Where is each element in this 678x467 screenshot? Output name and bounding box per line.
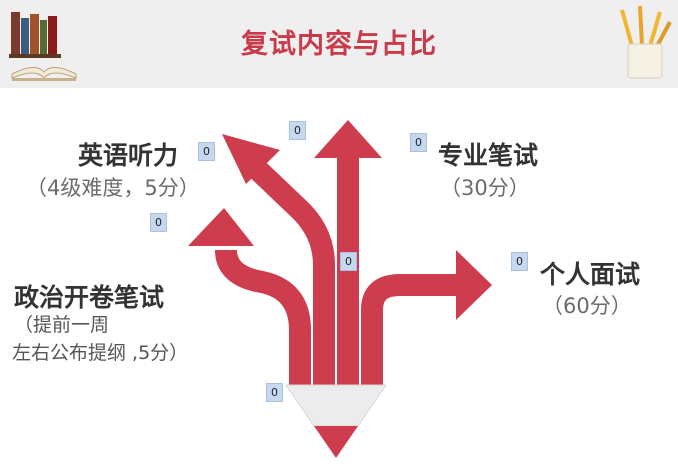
badge-listening: 0 (198, 142, 215, 161)
arrowhead-professional (314, 120, 382, 158)
header-bar (0, 0, 678, 88)
books-icon (9, 12, 77, 81)
badge-tip: 0 (266, 383, 283, 402)
arrow-listening (248, 160, 335, 385)
professional-detail: （30分） (440, 176, 530, 200)
badge-interview: 0 (511, 252, 528, 271)
politics-detail-line1: （提前一周 (14, 314, 110, 336)
politics-label: 政治开卷笔试 (14, 283, 165, 312)
badge-professional: 0 (410, 133, 427, 152)
pencil-lead (314, 426, 358, 458)
listening-detail: （4级难度，5分） (26, 176, 200, 200)
arrowhead-listening (222, 134, 280, 184)
arrow-interview (361, 274, 462, 385)
interview-label: 个人面试 (540, 260, 641, 289)
page-title: 复试内容与占比 (241, 29, 437, 60)
professional-label: 专业笔试 (438, 141, 539, 170)
interview-detail: （60分） (542, 294, 632, 318)
pencil-cup-icon (620, 5, 672, 79)
politics-detail-line2: 左右公布提纲 ,5分） (12, 342, 189, 364)
badge-center: 0 (340, 252, 357, 271)
arrowhead-politics (188, 208, 254, 246)
arrow-politics (215, 249, 311, 385)
badge-professional-top: 0 (289, 121, 306, 140)
badge-politics-arrow: 0 (150, 213, 167, 232)
listening-label: 英语听力 (78, 141, 179, 170)
pencil-tip (285, 384, 387, 427)
arrowhead-interview (456, 250, 492, 320)
